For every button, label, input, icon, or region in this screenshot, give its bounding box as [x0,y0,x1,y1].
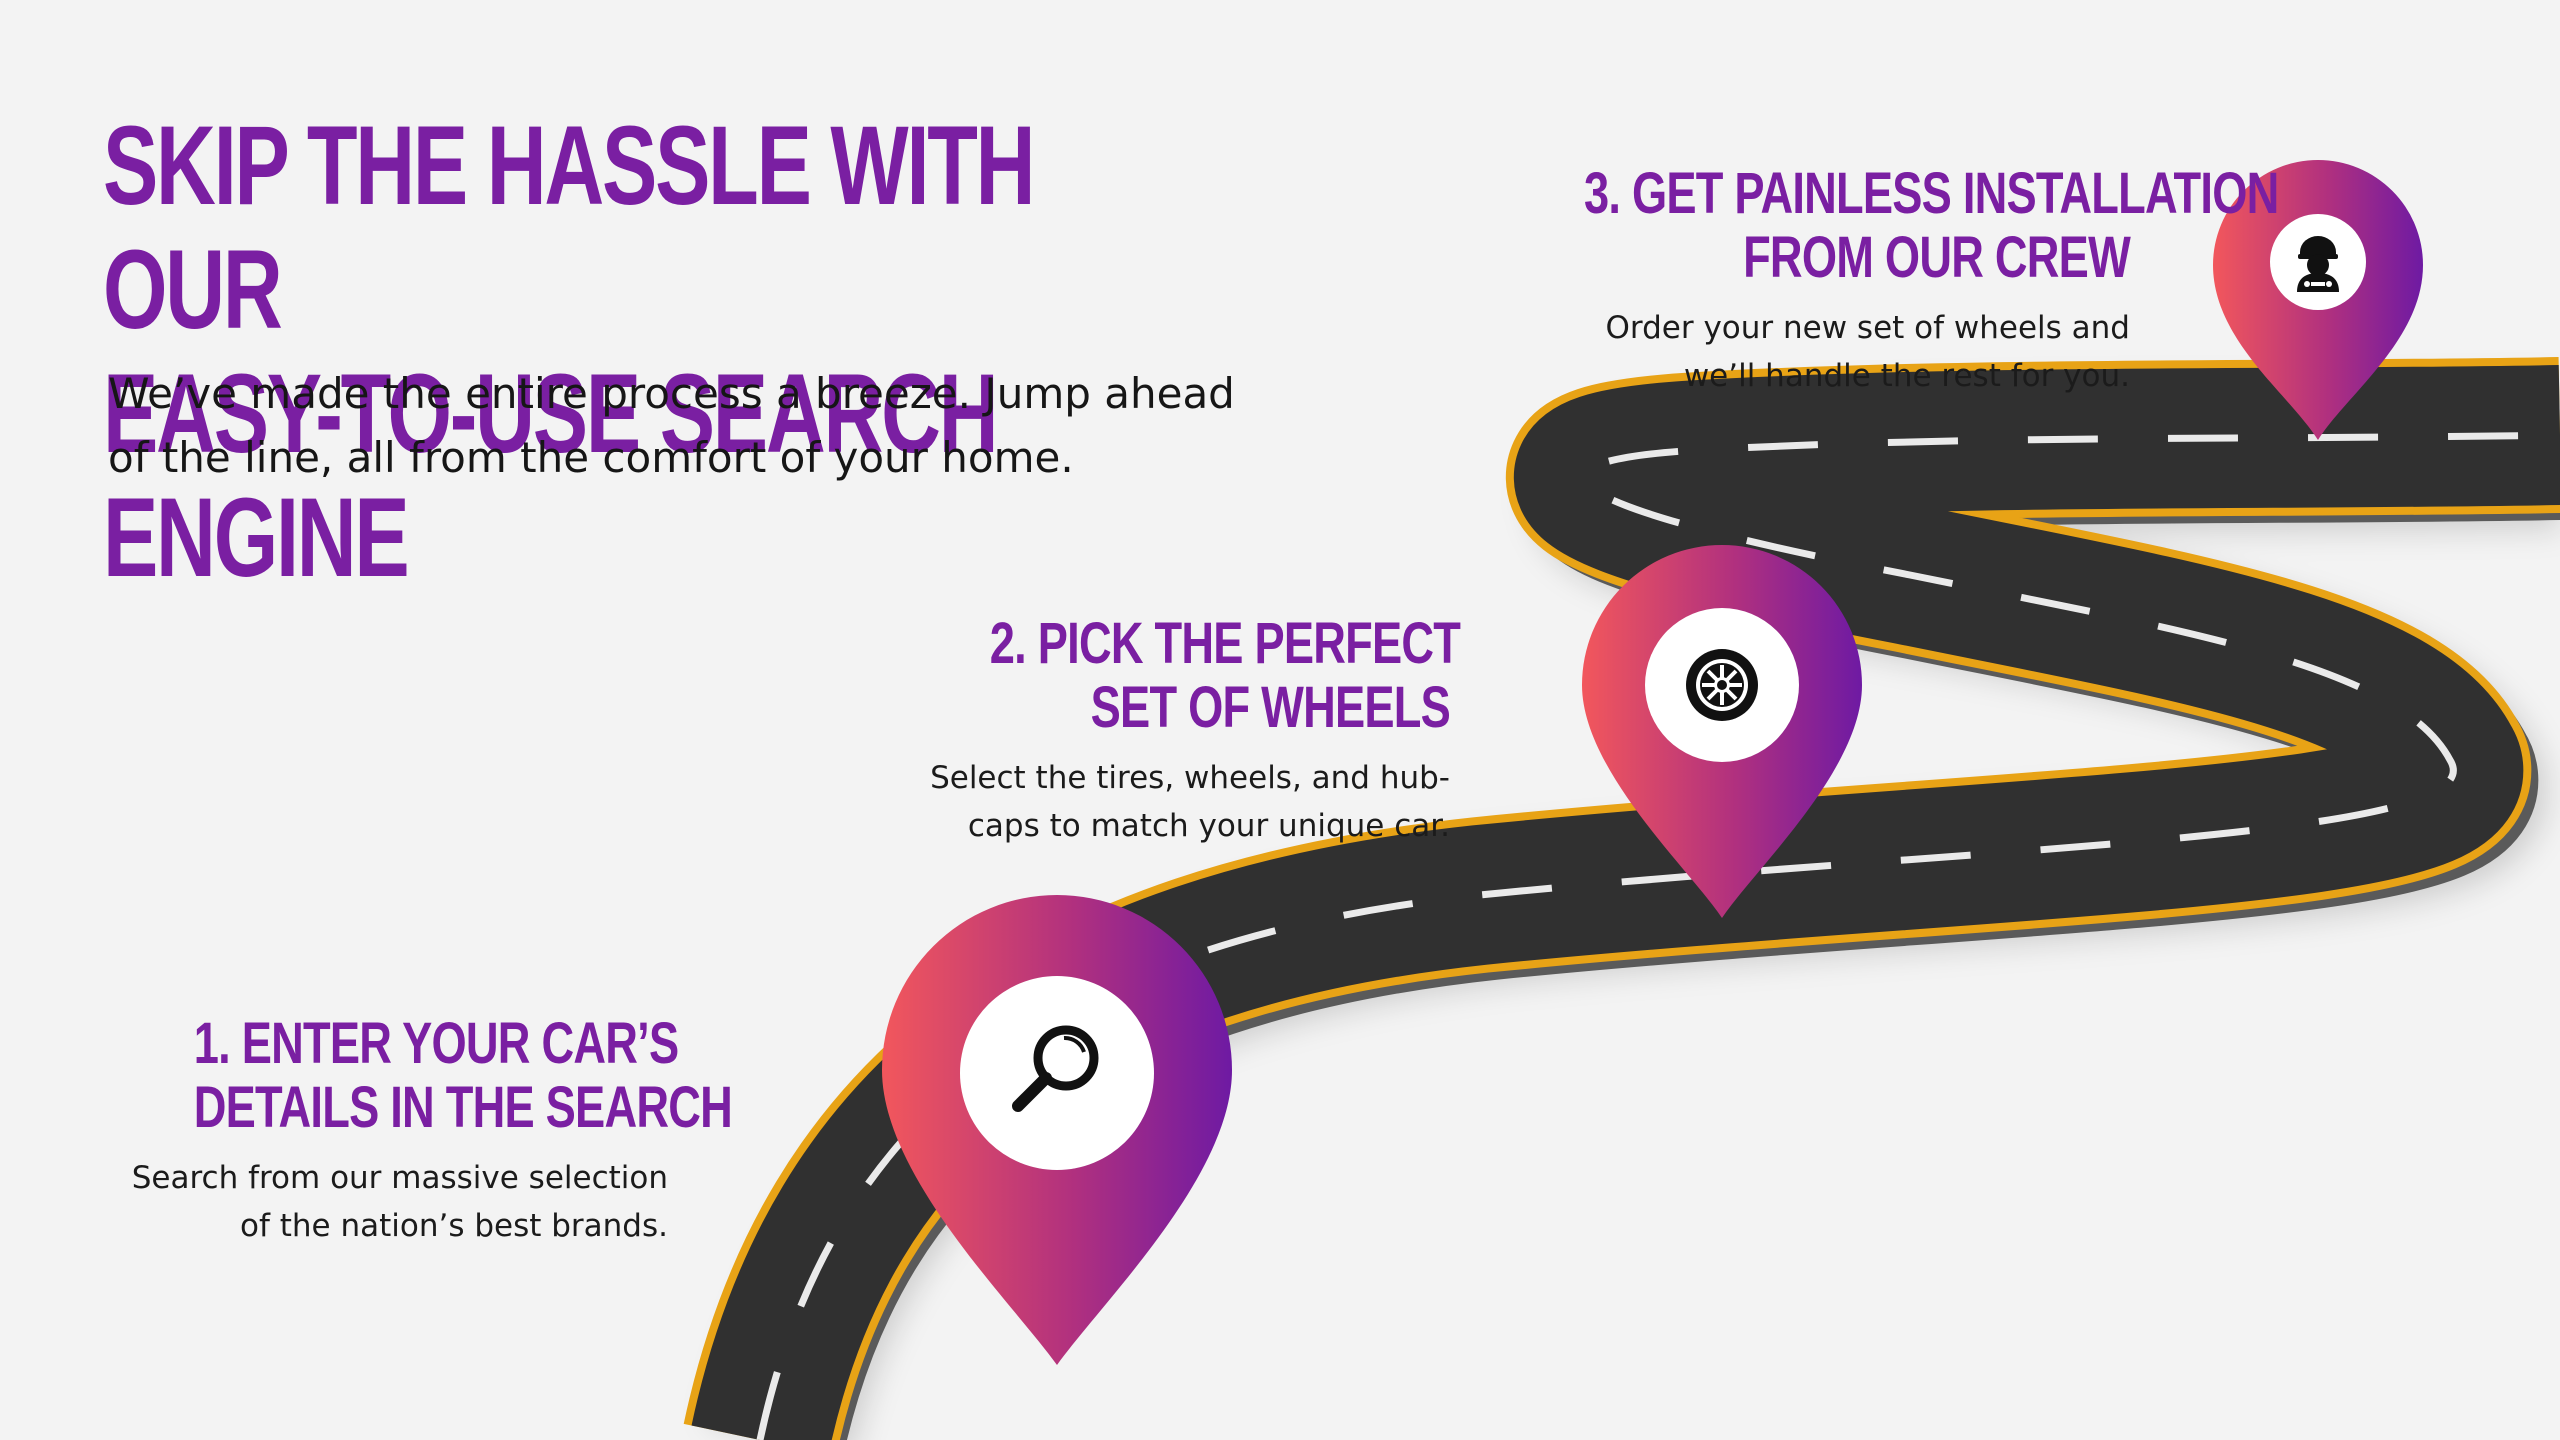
step-3-title: 3. Get painless installation from our cr… [1584,162,2279,290]
step-2-title: 2. Pick the perfect set of wheels [990,612,1461,740]
headline-line-1: Skip the hassle with our [103,103,1036,352]
step-1-title-line-2: details in the search [193,1075,733,1140]
step-1-desc-line-2: of the nation’s best brands. [239,1208,668,1244]
road-center-line [756,431,2560,1440]
page-headline: Skip the hassle with our easy-to-use sea… [103,103,1036,600]
step-2-description: Select the tires, wheels, and hub- caps … [860,754,1450,850]
intro-line-1: We’ve made the entire process a breeze. … [108,369,1235,418]
step-1-title-line-1: 1. Enter your car’s [193,1011,679,1076]
map-pin-2 [1582,545,1862,918]
step-1-title: 1. Enter your car’s details in the searc… [194,1012,733,1140]
step-1-description: Search from our massive selection of the… [60,1154,668,1250]
step-3-title-line-2: from our crew [1743,225,2131,290]
mechanic-icon [2297,236,2339,292]
headline-line-2: easy-to-use search engine [103,351,999,600]
step-3-desc-line-2: we’ll handle the rest for you. [1683,358,2130,394]
intro-text: We’ve made the entire process a breeze. … [108,362,1268,490]
map-pin-3 [2213,160,2423,440]
step-2-block: 2. Pick the perfect set of wheels Select… [860,612,1461,850]
step-1-desc-line-1: Search from our massive selection [131,1160,668,1196]
step-2-desc-line-2: caps to match your unique car. [967,808,1450,844]
step-2-title-line-1: 2. Pick the perfect [989,611,1461,676]
tire-icon [1686,649,1758,721]
step-3-desc-line-1: Order your new set of wheels and [1605,310,2131,346]
intro-line-2: of the line, all from the comfort of you… [108,433,1074,482]
step-3-title-line-1: 3. Get painless installation [1584,161,2279,226]
magnifier-icon [1012,1025,1099,1112]
step-3-block: 3. Get painless installation from our cr… [1430,162,2279,400]
map-pin-1 [882,895,1232,1365]
step-3-description: Order your new set of wheels and we’ll h… [1430,304,2131,400]
step-2-title-line-2: set of wheels [1090,675,1451,740]
step-1-block: 1. Enter your car’s details in the searc… [60,1012,733,1250]
step-2-desc-line-1: Select the tires, wheels, and hub- [930,760,1450,796]
